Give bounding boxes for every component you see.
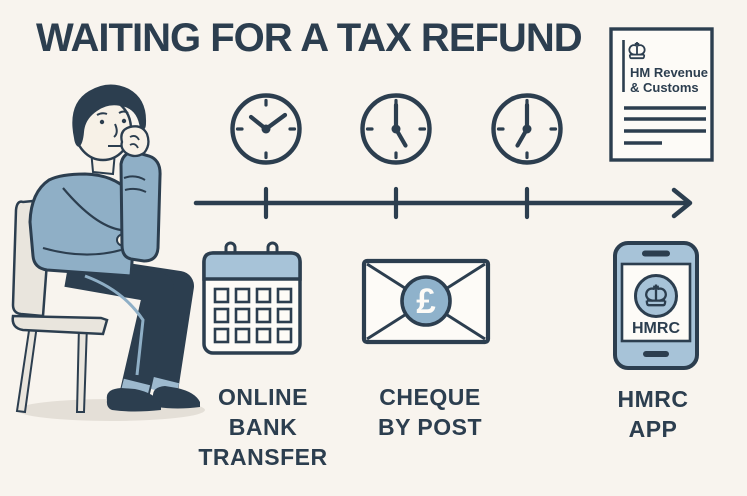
waiting-man-illustration	[11, 84, 205, 421]
label-line: CHEQUE	[379, 384, 481, 410]
chair-back-leg	[15, 322, 39, 414]
letter-text-lines	[624, 106, 706, 145]
right-eyebrow	[118, 110, 129, 114]
crossed-arm-folds	[42, 187, 122, 256]
near-shoe	[106, 388, 161, 412]
clock-hub	[391, 124, 401, 134]
pound-symbol: £	[416, 282, 436, 321]
phone-speaker	[642, 250, 670, 257]
crown-icon	[628, 41, 646, 60]
finger-lines	[129, 135, 140, 149]
smartphone-icon: HMRC	[613, 241, 699, 370]
clock-ticks	[235, 98, 297, 160]
nose	[113, 123, 118, 138]
legs	[64, 257, 200, 412]
pound-coin	[400, 275, 452, 327]
label-line: TRANSFER	[198, 444, 328, 470]
right-eye	[121, 118, 127, 124]
far-shoe	[152, 386, 200, 409]
raised-arm-sleeve	[119, 150, 162, 263]
hmrc-letter-icon: HM Revenue & Customs	[609, 27, 714, 162]
calendar-grid	[213, 287, 293, 344]
label-cheque-by-post: CHEQUE BY POST	[330, 382, 530, 442]
sleeve-wrinkles	[123, 175, 147, 193]
clock-hub	[522, 124, 532, 134]
clock-face	[360, 93, 432, 165]
org-name-line2: & Customs	[630, 80, 699, 95]
envelope-pound-icon: £	[361, 258, 491, 345]
calendar-icon	[202, 241, 302, 355]
label-online-bank-transfer: ONLINE BANK TRANSFER	[163, 382, 363, 472]
trouser-fold-line	[84, 274, 145, 376]
timeline-arrow	[193, 186, 693, 220]
hair	[72, 84, 147, 147]
label-line: BANK	[228, 414, 298, 440]
clock-icon-3	[491, 93, 563, 165]
clock-face	[491, 93, 563, 165]
crown-icon	[645, 284, 667, 307]
face-features	[96, 110, 129, 147]
clock-hub	[261, 124, 271, 134]
chair-seat	[11, 314, 109, 336]
timeline-ticks	[263, 186, 530, 220]
hand-on-chin	[120, 125, 150, 158]
label-line: ONLINE	[218, 384, 308, 410]
chair-front-leg	[75, 324, 89, 413]
letter-paper	[609, 27, 714, 162]
clock-face	[230, 93, 302, 165]
label-line: BY POST	[377, 414, 483, 440]
org-name-line1: HM Revenue	[630, 65, 708, 80]
label-line: APP	[628, 416, 678, 442]
calendar-header	[202, 251, 302, 281]
near-leg	[64, 257, 174, 396]
left-eye	[99, 119, 105, 125]
phone-home-bar	[643, 351, 669, 357]
label-hmrc-app: HMRC APP	[553, 384, 747, 444]
label-line: HMRC	[617, 386, 689, 412]
left-eyebrow	[96, 112, 108, 116]
arrowhead	[671, 187, 693, 219]
clock-icon-1	[230, 93, 302, 165]
clock-icon-2	[360, 93, 432, 165]
app-label: HMRC	[632, 320, 680, 337]
page-title: WAITING FOR A TAX REFUND	[36, 16, 583, 60]
